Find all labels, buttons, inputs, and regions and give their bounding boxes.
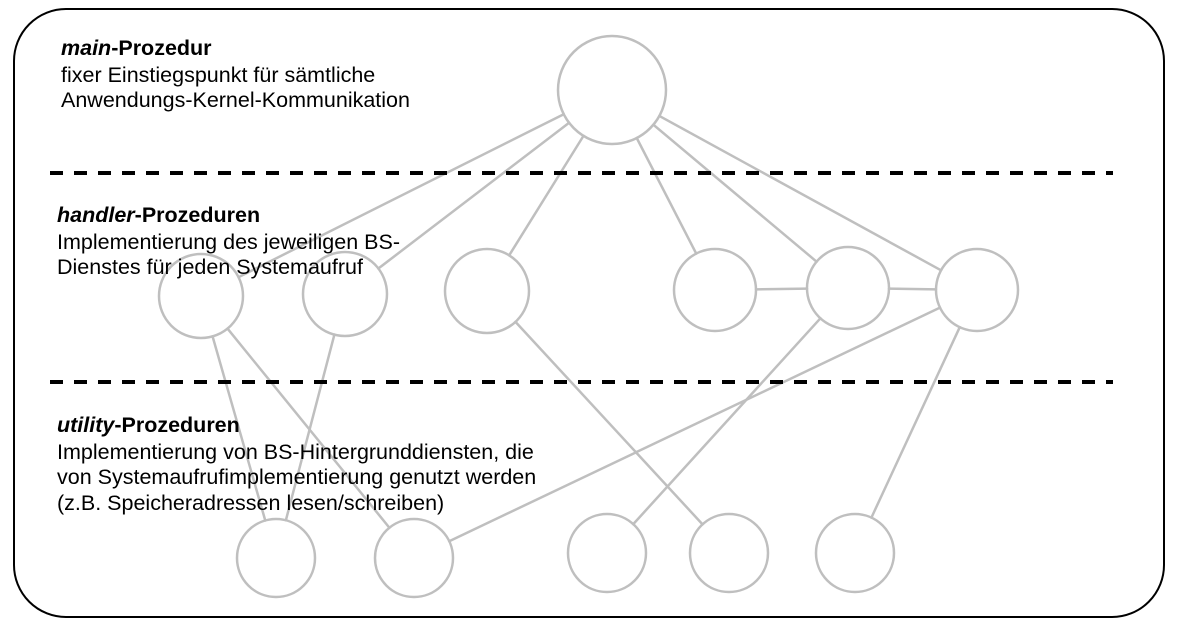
graph-node-utility-2: [373, 517, 455, 599]
graph-edge-handler-5-to-handler-4: [754, 287, 809, 291]
graph-node-handler-4: [672, 247, 758, 333]
graph-edge-main-1-to-handler-3: [507, 134, 585, 257]
graph-node-handler-6: [934, 247, 1020, 333]
graph-node-main-1: [556, 34, 668, 146]
graph-edge-handler-5-to-utility-3: [631, 317, 822, 526]
graph-node-handler-1: [157, 252, 245, 340]
graph-edge-handler-3-to-utility-4: [514, 320, 704, 526]
graph-edge-handler-6-to-utility-2: [447, 306, 942, 543]
graph-edge-handler-1-to-utility-1: [211, 335, 267, 522]
node-layer: [157, 34, 1020, 599]
graph-node-handler-3: [443, 247, 531, 335]
graph-node-utility-3: [566, 512, 648, 594]
edge-layer: [211, 112, 961, 543]
graph-node-utility-5: [814, 512, 896, 594]
graph-edge-main-1-to-handler-2: [377, 121, 571, 270]
graph-node-utility-1: [235, 517, 317, 599]
graph-edge-main-1-to-handler-1: [237, 112, 565, 279]
frame-layer: [13, 8, 1165, 618]
graph-edge-main-1-to-handler-6: [658, 114, 943, 272]
graph-edge-handler-1-to-utility-2: [226, 327, 391, 529]
graph-node-handler-2: [301, 250, 389, 338]
graph-node-utility-4: [688, 512, 770, 594]
graph-edge-handler-6-to-utility-5: [870, 325, 961, 519]
divider-layer: [50, 171, 1113, 384]
graph-edge-handler-2-to-utility-1: [284, 333, 336, 522]
graph-edge-main-1-to-handler-4: [635, 136, 698, 255]
graph-edge-main-1-to-handler-5: [652, 123, 818, 263]
graph-node-handler-5: [805, 245, 891, 331]
graph-edge-handler-6-to-handler-5: [887, 287, 938, 291]
rounded-rectangle-border: [13, 8, 1165, 618]
